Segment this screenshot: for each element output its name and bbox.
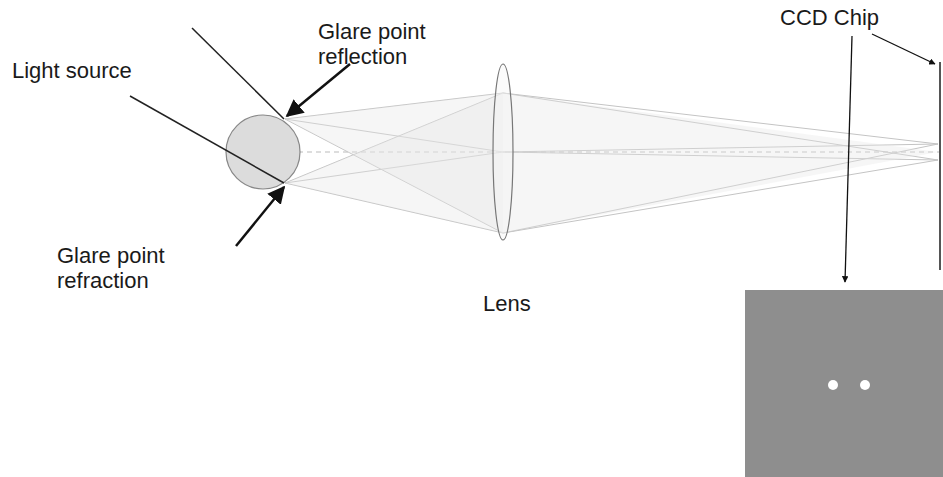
label-text: Lens <box>483 291 531 316</box>
ray-cone-fill <box>285 93 503 233</box>
ray-cones <box>285 93 938 233</box>
leader-arrow <box>845 36 852 282</box>
glare-spot <box>860 380 870 390</box>
leader-arrow <box>287 64 350 116</box>
light-ray <box>130 96 284 183</box>
ray-cone-fill <box>503 93 938 233</box>
ccd-image-inset <box>745 290 943 477</box>
ccd-chip <box>939 62 941 270</box>
label-text: Light source <box>12 58 132 83</box>
droplet <box>226 115 300 189</box>
lens <box>493 64 513 240</box>
label-text: Glare point reflection <box>318 19 468 70</box>
leader-arrow <box>236 187 284 246</box>
glare-spot <box>828 380 838 390</box>
label-text: CCD Chip <box>780 5 879 30</box>
light-ray <box>192 28 284 119</box>
label-text: Glare point refraction <box>57 243 207 294</box>
leader-arrow <box>872 34 935 64</box>
ray-cone-fill <box>285 93 503 233</box>
